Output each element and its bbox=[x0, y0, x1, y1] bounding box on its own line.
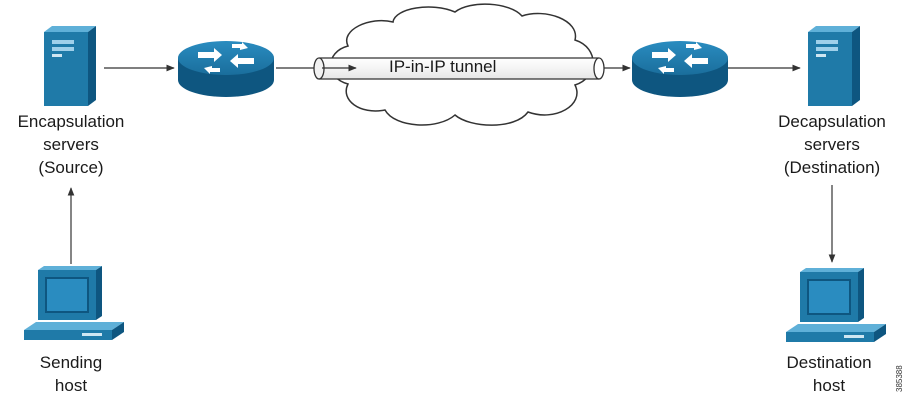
label-line: host bbox=[54, 376, 88, 395]
label-line: servers bbox=[43, 135, 99, 154]
destination-host-label: Destination host bbox=[772, 351, 886, 397]
workstation-icon bbox=[786, 268, 886, 342]
label-line: servers bbox=[804, 135, 860, 154]
workstation-icon bbox=[24, 266, 124, 340]
server-icon bbox=[808, 26, 860, 106]
router-icon bbox=[178, 41, 274, 97]
server-icon bbox=[44, 26, 96, 106]
connections bbox=[67, 64, 836, 264]
label-line: host bbox=[812, 376, 846, 395]
decapsulation-servers-label: Decapsulation servers (Destination) bbox=[762, 110, 902, 179]
router-icon bbox=[632, 41, 728, 97]
figure-id: 385388 bbox=[895, 365, 904, 392]
label-line: Destination bbox=[786, 353, 872, 372]
label-line: (Destination) bbox=[783, 158, 881, 177]
sending-host-label: Sending host bbox=[20, 351, 122, 397]
label-line: Decapsulation bbox=[778, 112, 886, 131]
label-line: Sending bbox=[39, 353, 103, 372]
tunnel-label: IP-in-IP tunnel bbox=[389, 57, 497, 76]
encapsulation-servers-label: Encapsulation servers (Source) bbox=[0, 110, 142, 179]
tunnel-pipe bbox=[313, 57, 605, 80]
label-line: (Source) bbox=[38, 158, 104, 177]
label-line: Encapsulation bbox=[17, 112, 125, 131]
